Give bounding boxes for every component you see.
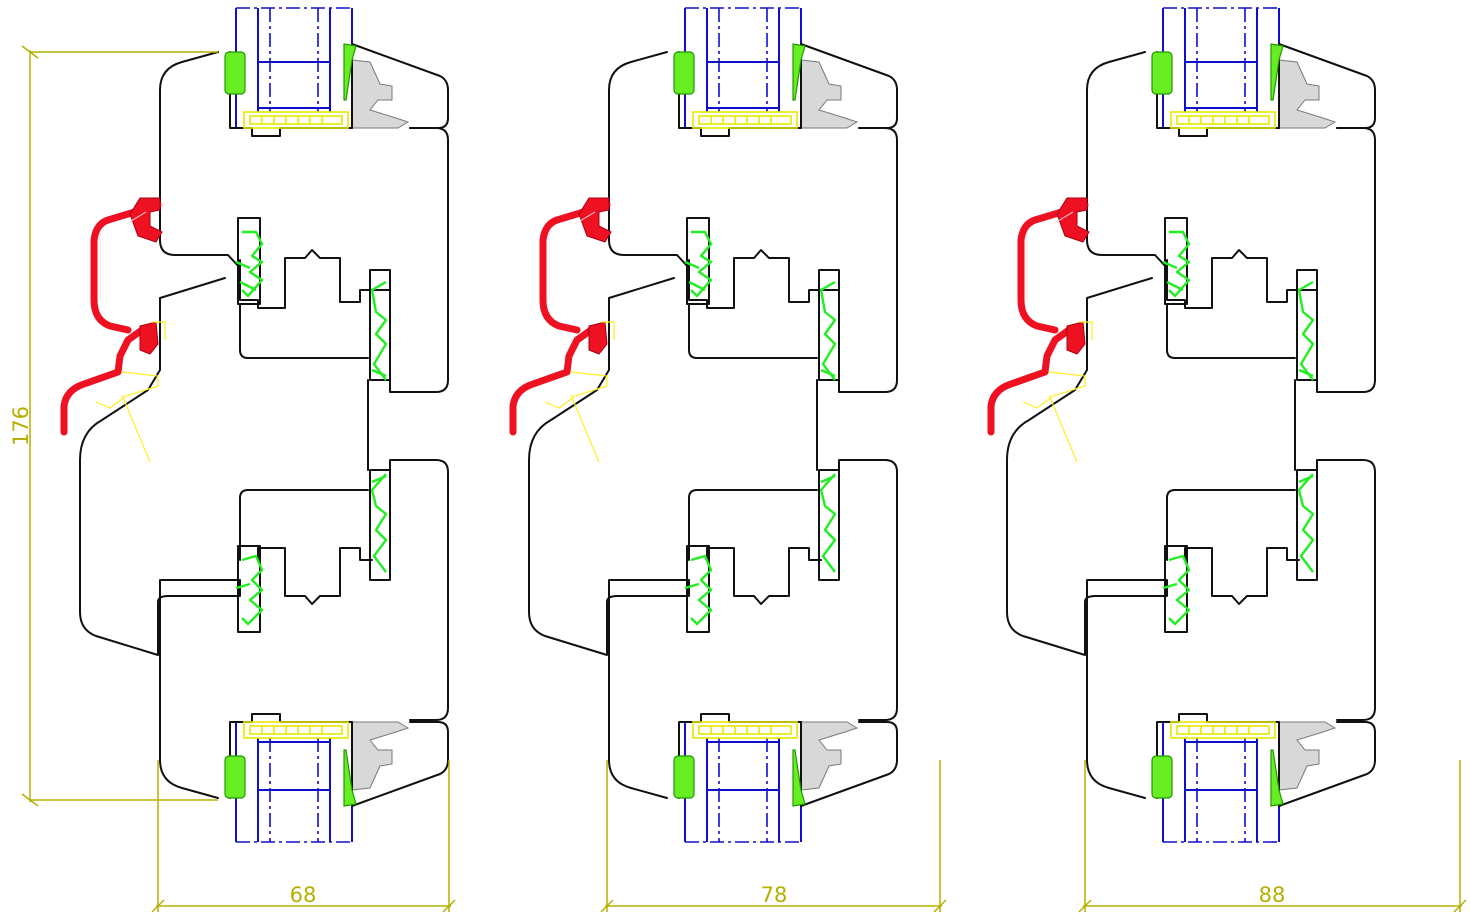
width-dimension-78: 78 bbox=[600, 760, 947, 913]
height-dimension-label: 176 bbox=[9, 406, 33, 446]
width-dimension-label-88: 88 bbox=[1259, 883, 1286, 907]
width-dimension-label-78: 78 bbox=[761, 883, 788, 907]
section-78 bbox=[513, 8, 897, 842]
height-dimension: 176 bbox=[9, 45, 218, 807]
section-88 bbox=[991, 8, 1375, 842]
width-dimension-label-68: 68 bbox=[290, 883, 317, 907]
width-dimension-68: 68 bbox=[151, 760, 456, 913]
section-68 bbox=[64, 8, 448, 842]
width-dimension-88: 88 bbox=[1078, 760, 1467, 913]
